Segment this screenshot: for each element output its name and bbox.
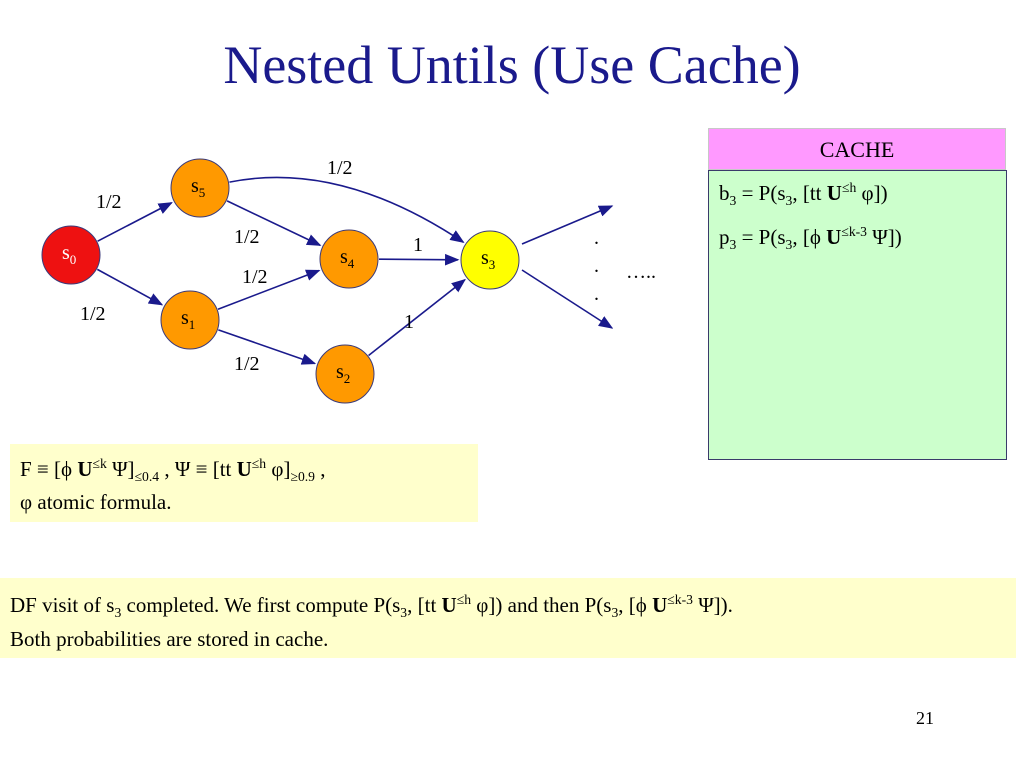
continuation-dot-3: . [594,283,599,305]
node-circle-s0 [41,225,101,285]
cache-entry-b3: b3 = P(s3, [tt U≤h φ]) [719,180,888,209]
continuation-ellipsis: ….. [626,261,656,283]
slide-title: Nested Untils (Use Cache) [223,35,801,95]
nodes: s0 s5 s1 s4 s2 s3 [41,158,520,404]
edge-label-s1-s2: 1/2 [234,353,260,375]
node-s1: s1 [160,290,220,350]
cache-header: CACHE [708,128,1006,170]
edge-s0-s5 [97,202,173,242]
node-s4: s4 [319,229,379,289]
edge-label-s1-s4: 1/2 [242,266,268,288]
node-circle-s2 [315,344,375,404]
explanation-note-box: DF visit of s3 completed. We first compu… [0,578,1016,658]
edge-s0-s1 [96,268,164,306]
page-number: 21 [916,708,934,728]
note-line-2: Both probabilities are stored in cache. [10,626,329,651]
node-label-s3: s3 [481,247,495,272]
outgoing-arrow-down [521,269,614,329]
cache-body: b3 = P(s3, [tt U≤h φ]) p3 = P(s3, [ϕ U≤k… [708,170,1007,460]
node-label-s0: s0 [62,242,76,267]
outgoing-transitions: . . . ….. [521,205,656,329]
edge-s1-s4 [217,269,321,311]
node-circle-s3 [460,230,520,290]
formula-line-1: F ≡ [ϕ U≤k Ψ]≤0.4 , Ψ ≡ [tt U≤h φ]≥0.9 , [20,456,326,485]
edge-label-s5-s3: 1/2 [327,157,353,179]
node-s0: s0 [41,225,101,285]
edge-s1-s2 [218,329,317,365]
node-circle-s5 [170,158,230,218]
cache-entry-p3: p3 = P(s3, [ϕ U≤k-3 Ψ]) [719,223,902,252]
node-s2: s2 [315,344,375,404]
node-s3: s3 [460,230,520,290]
node-label-s5: s5 [191,175,205,200]
node-label-s4: s4 [340,246,355,271]
formula-line-2: φ atomic formula. [20,489,172,514]
continuation-dot-1: . [594,227,599,249]
node-s5: s5 [170,158,230,218]
note-line-1: DF visit of s3 completed. We first compu… [10,592,733,621]
node-label-s1: s1 [181,307,195,332]
formula-definition-box: F ≡ [ϕ U≤k Ψ]≤0.4 , Ψ ≡ [tt U≤h φ]≥0.9 ,… [10,444,478,522]
edge-s4-s3 [378,253,460,266]
edges [96,176,466,365]
edge-s5-s4 [226,200,322,246]
edge-s5-s3 [229,176,465,244]
markov-chain-diagram: . . . ….. 1/21/21/21/21/21/211 s0s5s1s4s… [41,157,656,404]
node-circle-s4 [319,229,379,289]
edge-label-s0-s5: 1/2 [96,191,122,213]
edge-labels: 1/2 1/2 1/2 1/2 1/2 1/2 1 1 [80,157,423,375]
edge-label-s2-s3: 1 [404,311,414,333]
edge-label-s4-s3: 1 [413,234,423,256]
edge-s2-s3 [368,278,466,357]
continuation-dot-2: . [594,255,599,277]
outgoing-arrow-up [521,205,614,245]
edge-label-s0-s1: 1/2 [80,303,106,325]
edge-label-s5-s4: 1/2 [234,226,260,248]
node-circle-s1 [160,290,220,350]
node-label-s2: s2 [336,361,350,386]
